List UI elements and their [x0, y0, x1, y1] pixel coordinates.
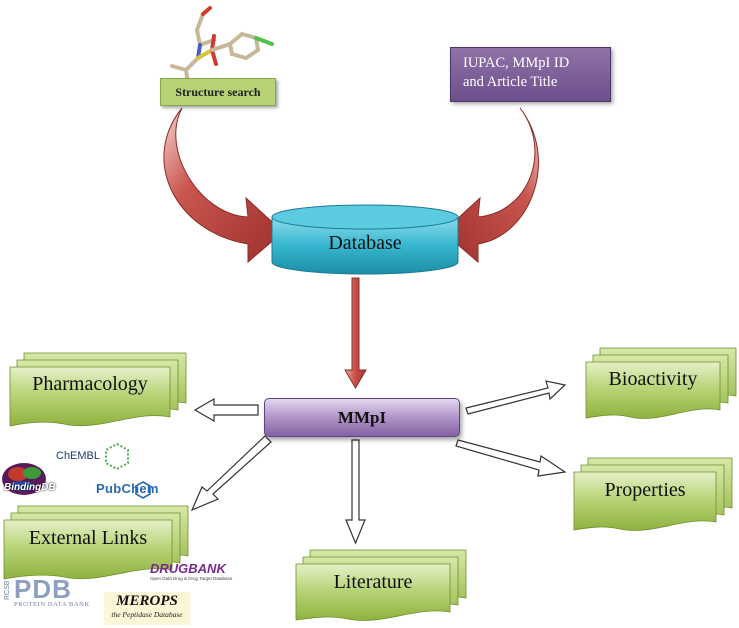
pdb-tagline: PROTEIN DATA BANK — [14, 601, 90, 608]
structure-search-text: Structure search — [175, 84, 261, 99]
properties-label: Properties — [604, 478, 686, 501]
external-links-card-stack — [3, 505, 189, 580]
database-cylinder — [271, 204, 459, 275]
structure-search-label: Structure search — [160, 78, 276, 106]
iupac-line-1: IUPAC, MMpI ID — [463, 55, 570, 71]
merops-logo-box: MEROPS the Peptidase Database — [104, 592, 190, 625]
rcsb-logo-text: RCSB — [4, 580, 11, 600]
pdb-logo-text: PDB — [14, 574, 72, 604]
bindingdb-logo — [2, 463, 46, 495]
right-curved-arrow — [442, 107, 539, 264]
database-to-mmpi-arrow — [344, 277, 367, 389]
mmpi-label: MMpI — [337, 407, 387, 427]
pharmacology-label: Pharmacology — [32, 372, 148, 395]
external-links-label: External Links — [28, 526, 148, 549]
bioactivity-label: Bioactivity — [608, 367, 698, 390]
merops-logo-text: MEROPS — [116, 593, 178, 609]
literature-label: Literature — [333, 570, 413, 593]
mmpi-hub: MMpI — [264, 398, 460, 437]
arrow-to-external-links — [190, 435, 272, 512]
bioactivity-card-stack — [585, 347, 737, 419]
database-label: Database — [328, 231, 402, 254]
pubchem-logo-text: PubChem — [96, 481, 159, 496]
arrow-to-properties — [455, 439, 567, 477]
drugbank-logo-text: DRUGBANK — [150, 561, 226, 576]
pharmacology-card-stack — [9, 352, 187, 427]
chembl-logo-text: ChEMBL — [56, 450, 101, 462]
merops-tagline: the Peptidase Database — [111, 610, 183, 619]
bindingdb-logo-text: BindingDB — [4, 482, 56, 493]
iupac-query-label: IUPAC, MMpI ID and Article Title — [450, 47, 611, 102]
pubchem-ring-icon — [135, 481, 151, 499]
literature-card-stack — [295, 549, 467, 621]
chembl-hexagon-icon — [105, 442, 129, 471]
left-curved-arrow — [163, 107, 284, 264]
arrow-to-pharmacology — [193, 397, 259, 423]
molecule-structure-icon — [170, 6, 274, 86]
arrow-to-bioactivity — [465, 380, 567, 415]
drugbank-tagline: Open Data Drug & Drug Target Database — [150, 576, 233, 581]
properties-card-stack — [573, 457, 733, 531]
iupac-line-2: and Article Title — [463, 74, 558, 90]
arrow-to-literature — [345, 439, 366, 545]
